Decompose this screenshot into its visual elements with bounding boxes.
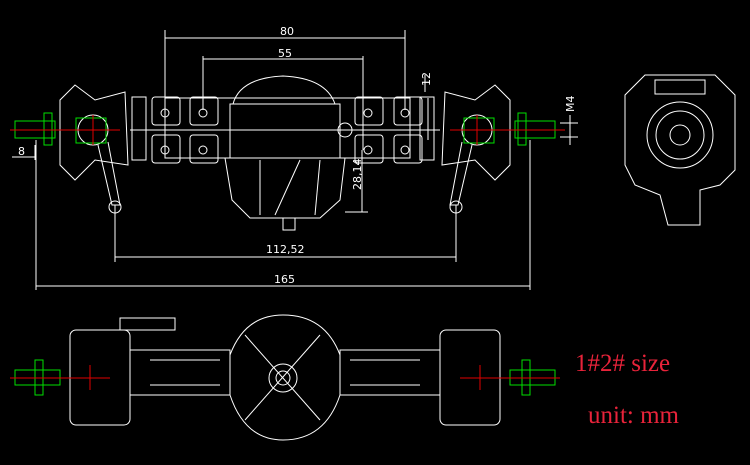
axle-end-view xyxy=(624,74,736,226)
dimension-8: 8 xyxy=(18,145,25,158)
dimension-12: 12 xyxy=(420,72,433,86)
dimension-55: 55 xyxy=(278,47,292,60)
axle-top-view xyxy=(10,75,565,231)
unit-note: unit: mm xyxy=(588,402,679,429)
dimension-112-52: 112,52 xyxy=(266,243,305,256)
dimension-lines xyxy=(12,30,578,290)
dimension-165: 165 xyxy=(274,273,295,286)
dimension-80: 80 xyxy=(280,25,294,38)
axle-bottom-view xyxy=(10,314,560,441)
dimension-m4: M4 xyxy=(564,96,577,113)
size-note: 1#2# size xyxy=(575,350,671,377)
dimension-28-14: 28,14 xyxy=(351,159,364,191)
